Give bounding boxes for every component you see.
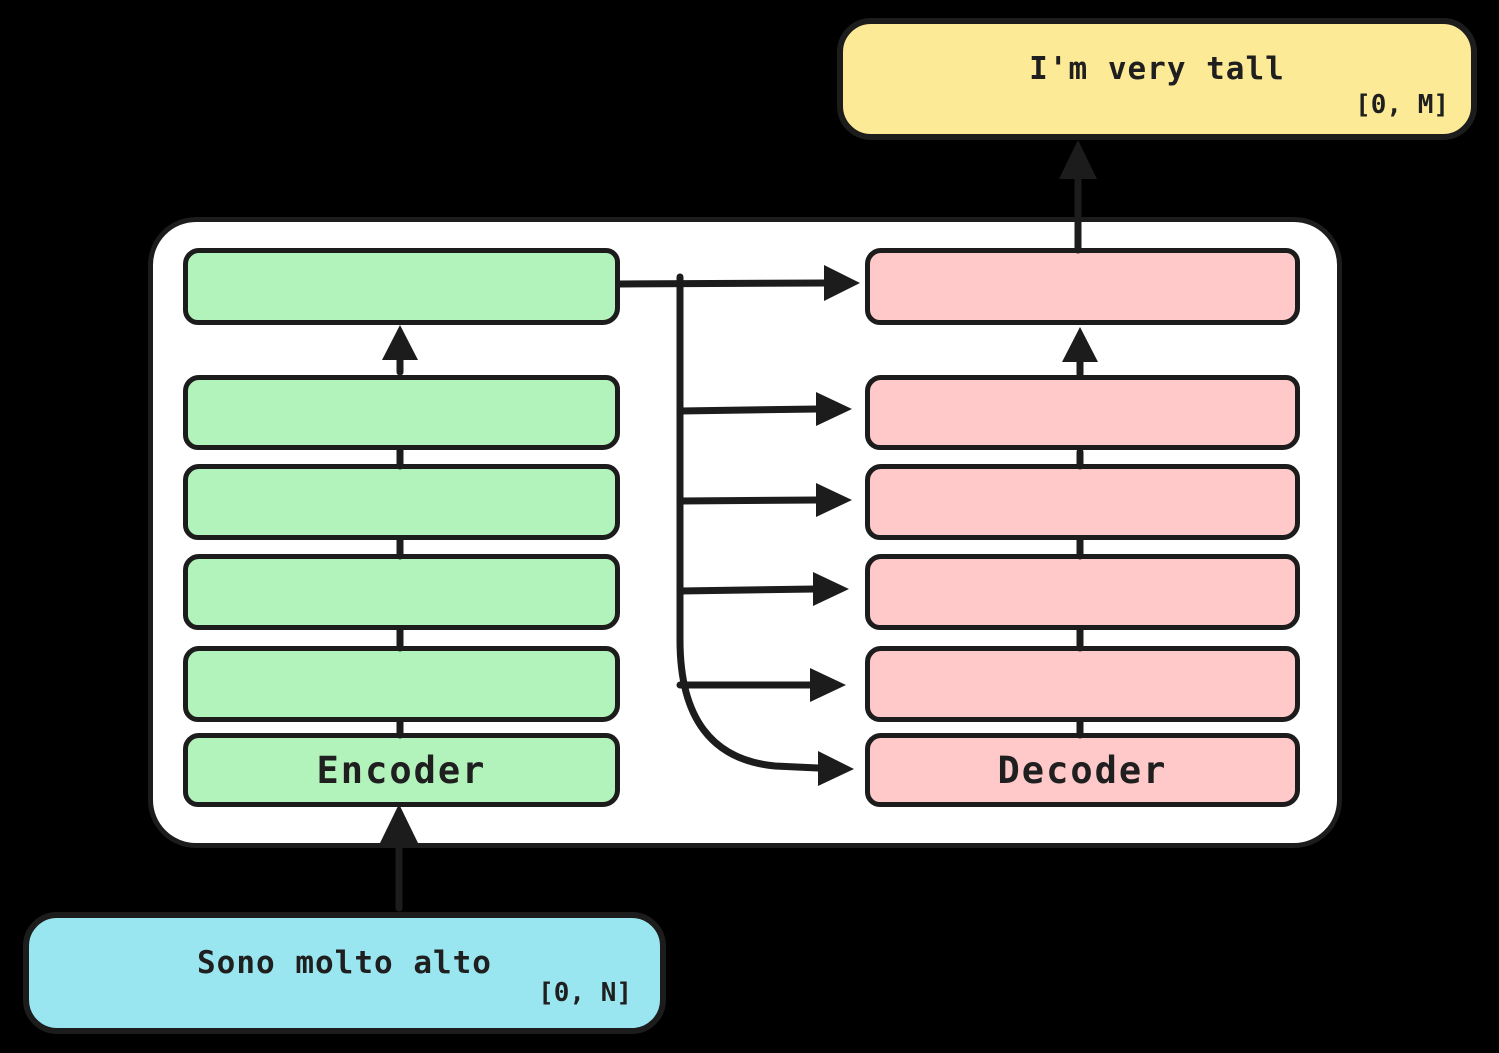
input-text-box: Sono molto alto [0, N] xyxy=(23,912,666,1034)
decoder-layer-2 xyxy=(865,375,1300,450)
decoder-layer-3 xyxy=(865,464,1300,540)
output-text-box: I'm very tall [0, M] xyxy=(837,18,1477,140)
decoder-layer-4 xyxy=(865,554,1300,630)
output-range-label: [0, M] xyxy=(1355,90,1449,120)
encoder-layer-6: Encoder xyxy=(183,733,620,807)
encoder-label: Encoder xyxy=(316,748,487,792)
decoder-layer-1 xyxy=(865,248,1300,325)
output-text: I'm very tall xyxy=(1029,51,1285,87)
input-text: Sono molto alto xyxy=(197,945,492,981)
decoder-label: Decoder xyxy=(997,748,1168,792)
decoder-layer-6: Decoder xyxy=(865,733,1300,807)
input-range-label: [0, N] xyxy=(538,978,632,1008)
decoder-layer-5 xyxy=(865,646,1300,722)
